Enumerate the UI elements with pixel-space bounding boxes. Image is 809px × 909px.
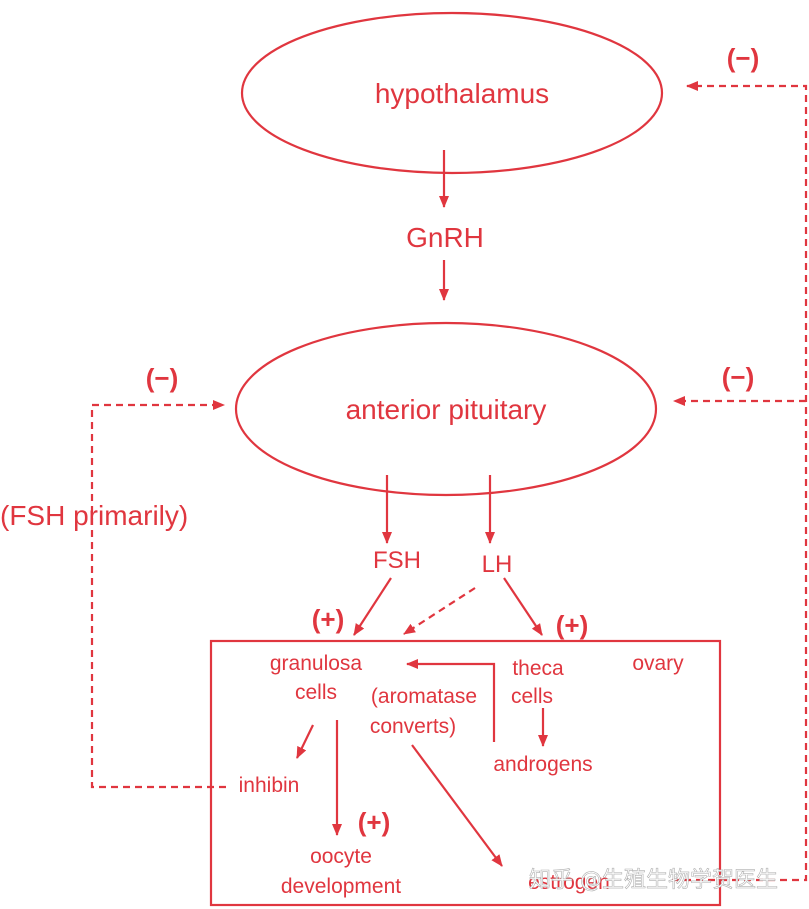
label-androgens: androgens	[493, 753, 592, 776]
arrow-lh-to-granulosa-dotted	[403, 587, 476, 635]
sign-negative-pituitary-right: (−)	[722, 362, 755, 392]
label-aromatase-line1: (aromatase	[371, 685, 477, 708]
arrow-fsh-to-granulosa	[353, 577, 392, 636]
label-gnrh: GnRH	[406, 222, 484, 253]
label-oocyte-line2: development	[281, 875, 401, 898]
feedback-inhibin-to-pituitary	[90, 400, 226, 789]
label-ovary: ovary	[632, 652, 684, 675]
arrow-lh-to-theca	[503, 577, 543, 636]
sign-positive-lh: (+)	[556, 610, 589, 640]
anterior-pituitary-ellipse	[234, 321, 658, 497]
label-estrogen: estrogen	[528, 871, 610, 894]
arrow-granulosa-to-inhibin	[296, 724, 314, 759]
sign-negative-hypothalamus: (−)	[727, 43, 760, 73]
label-theca-line1: theca	[512, 657, 564, 680]
label-anterior-pituitary: anterior pituitary	[346, 394, 547, 425]
label-aromatase-line2: converts)	[370, 715, 456, 738]
label-hypothalamus: hypothalamus	[375, 78, 549, 109]
label-granulosa-line2: cells	[295, 681, 337, 704]
label-lh: LH	[482, 551, 513, 578]
label-fsh-primarily: (FSH primarily)	[0, 500, 188, 531]
label-inhibin: inhibin	[239, 774, 300, 797]
arrow-androgens-to-granulosa	[406, 659, 496, 742]
label-oocyte-line1: oocyte	[310, 845, 372, 868]
label-fsh: FSH	[373, 547, 421, 574]
label-theca-line2: cells	[511, 685, 553, 708]
sign-positive-oocyte: (+)	[358, 807, 391, 837]
sign-negative-pituitary-left: (−)	[146, 363, 179, 393]
watermark: 知乎 @生殖生物学贺医生	[529, 868, 778, 893]
label-granulosa-line1: granulosa	[270, 652, 363, 675]
feedback-estrogen-to-hypothalamus	[672, 81, 808, 882]
ovary-box	[209, 639, 722, 907]
sign-positive-fsh: (+)	[312, 604, 345, 634]
arrow-aromatase-to-estrogen	[411, 744, 503, 867]
hypothalamus-ellipse	[240, 11, 664, 175]
